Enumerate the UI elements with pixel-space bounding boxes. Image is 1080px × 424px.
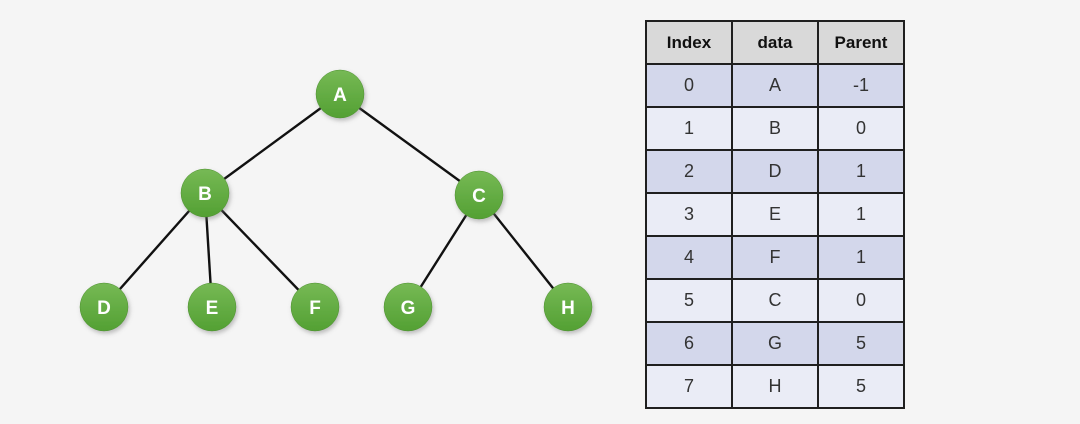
table-cell-index-row3: 3 [645,192,733,237]
table-cell-index-row2: 2 [645,149,733,194]
tree-edge-B-D [102,191,207,309]
table-cell-parent-row5: 0 [817,278,905,323]
tree-node-circle-F [290,282,340,332]
table-cell-index-row1: 1 [645,106,733,151]
table-cell-data-row3: E [731,192,819,237]
tree-node-label-E: E [206,298,219,319]
tree-diagram: A B C D E F G H [79,69,593,332]
table-cell-data-row7: H [731,364,819,409]
table-cell-data-row6: G [731,321,819,366]
tree-node-label-B: B [198,184,212,205]
table-cell-data-row4: F [731,235,819,280]
tree-node-circle-G [383,282,433,332]
tree-node-A: A [315,69,365,119]
tree-node-circle-A [315,69,365,119]
tree-node-label-A: A [333,85,347,106]
tree-node-C: C [454,170,504,220]
table-cell-index-row5: 5 [645,278,733,323]
table-header-cell-index: Index [645,20,733,65]
table-header-cell-parent: Parent [817,20,905,65]
table-cell-data-row2: D [731,149,819,194]
table-header-cell-data: data [731,20,819,65]
table-cell-index-row4: 4 [645,235,733,280]
tree-node-E: E [187,282,237,332]
tree-edge-B-F [203,191,317,309]
tree-node-label-G: G [401,298,416,319]
tree-node-circle-B [180,168,230,218]
tree-node-circle-D [79,282,129,332]
tree-node-B: B [180,168,230,218]
tree-node-circle-E [187,282,237,332]
tree-edge-A-C [338,92,481,197]
table-cell-data-row0: A [731,63,819,108]
tree-node-label-F: F [309,298,321,319]
table-cell-parent-row7: 5 [817,364,905,409]
tree-node-D: D [79,282,129,332]
table-cell-data-row1: B [731,106,819,151]
tree-node-circle-H [543,282,593,332]
tree-node-F: F [290,282,340,332]
tree-node-label-C: C [472,186,486,207]
table-cell-parent-row3: 1 [817,192,905,237]
tree-node-circle-C [454,170,504,220]
table-cell-index-row0: 0 [645,63,733,108]
table-cell-index-row7: 7 [645,364,733,409]
tree-node-H: H [543,282,593,332]
table-cell-parent-row1: 0 [817,106,905,151]
tree-edge-A-B [203,92,342,195]
table-cell-parent-row2: 1 [817,149,905,194]
table-cell-data-row5: C [731,278,819,323]
table-cell-parent-row4: 1 [817,235,905,280]
tree-node-label-D: D [97,298,111,319]
table-cell-parent-row6: 5 [817,321,905,366]
tree-nodes: A B C D E F G H [79,69,593,332]
table-cell-parent-row0: -1 [817,63,905,108]
table-cell-index-row6: 6 [645,321,733,366]
tree-node-label-H: H [561,298,575,319]
tree-node-G: G [383,282,433,332]
